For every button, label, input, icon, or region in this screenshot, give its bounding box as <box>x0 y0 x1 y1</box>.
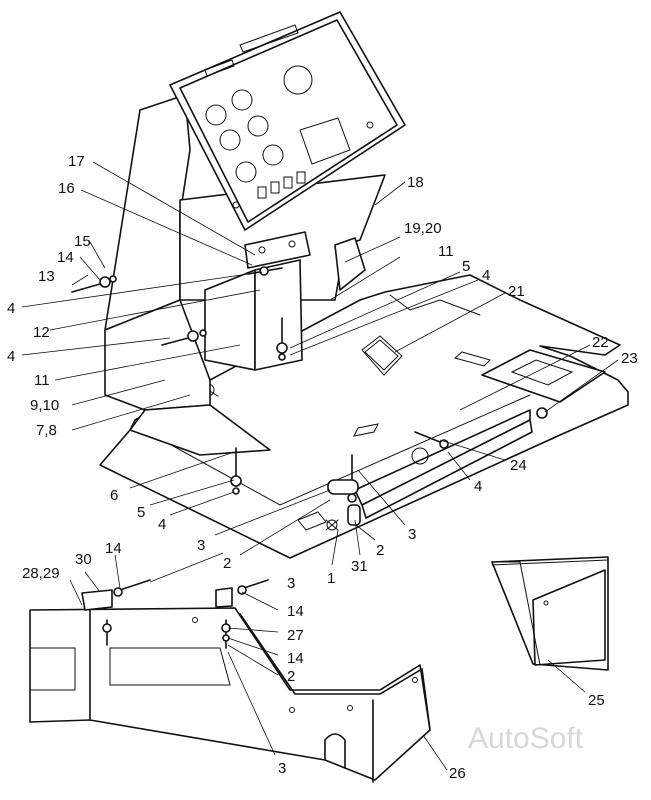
part-label: 11 <box>438 243 454 260</box>
lower-brackets <box>69 552 448 771</box>
lower-fasteners <box>230 431 449 526</box>
part-label: 3 <box>408 526 416 543</box>
part-label: 28,29 <box>22 565 60 582</box>
raised-floor-section <box>481 349 606 403</box>
part-label: 19,20 <box>404 220 442 237</box>
instrument-panel <box>169 11 406 231</box>
watermark-text: AutoSoft <box>468 722 584 755</box>
part-label: 14 <box>287 603 304 620</box>
part-label: 4 <box>7 300 15 317</box>
part-label: 31 <box>351 558 368 575</box>
side-rail <box>354 407 548 519</box>
part-label: 3 <box>278 760 286 777</box>
part-label: 2 <box>223 555 231 572</box>
part-label: 25 <box>588 692 605 709</box>
part-label: 14 <box>57 249 74 266</box>
part-label: 2 <box>287 668 295 685</box>
part-label: 2 <box>376 542 384 559</box>
part-label: 13 <box>38 268 55 285</box>
part-label: 11 <box>34 372 50 389</box>
part-label: 6 <box>110 487 118 504</box>
part-label: 3 <box>287 575 295 592</box>
part-label: 5 <box>137 504 145 521</box>
part-label: 4 <box>7 348 15 365</box>
floor-hatch-panel <box>361 335 403 376</box>
upper-fasteners <box>71 266 288 361</box>
part-label: 3 <box>197 537 205 554</box>
inset-detail <box>491 556 609 693</box>
part-label: 12 <box>33 324 50 341</box>
part-label: 22 <box>592 334 609 351</box>
part-label: 4 <box>474 478 482 495</box>
leader-lines <box>21 161 619 566</box>
part-label: 14 <box>287 650 304 667</box>
console-column <box>104 94 386 456</box>
part-label: 14 <box>105 540 122 557</box>
part-label: 7,8 <box>36 422 57 439</box>
part-label: 26 <box>449 765 466 782</box>
part-labels: 17 16 18 15 14 13 4 12 4 11 9,10 7,8 19,… <box>7 153 638 782</box>
part-label: 30 <box>75 551 92 568</box>
part-label: 17 <box>68 153 85 170</box>
inner-cover-box <box>204 231 311 371</box>
part-label: 23 <box>621 350 638 367</box>
part-label: 18 <box>407 174 424 191</box>
part-label: 4 <box>482 267 490 284</box>
part-label: 5 <box>462 258 470 275</box>
lower-cover-panel <box>29 607 431 783</box>
part-label: 27 <box>287 627 304 644</box>
part-label: 1 <box>327 570 335 587</box>
part-label: 15 <box>74 233 91 250</box>
part-label: 4 <box>158 516 166 533</box>
part-label: 21 <box>508 283 525 300</box>
part-label: 24 <box>510 457 527 474</box>
part-label: 16 <box>58 180 75 197</box>
part-label: 9,10 <box>30 397 59 414</box>
